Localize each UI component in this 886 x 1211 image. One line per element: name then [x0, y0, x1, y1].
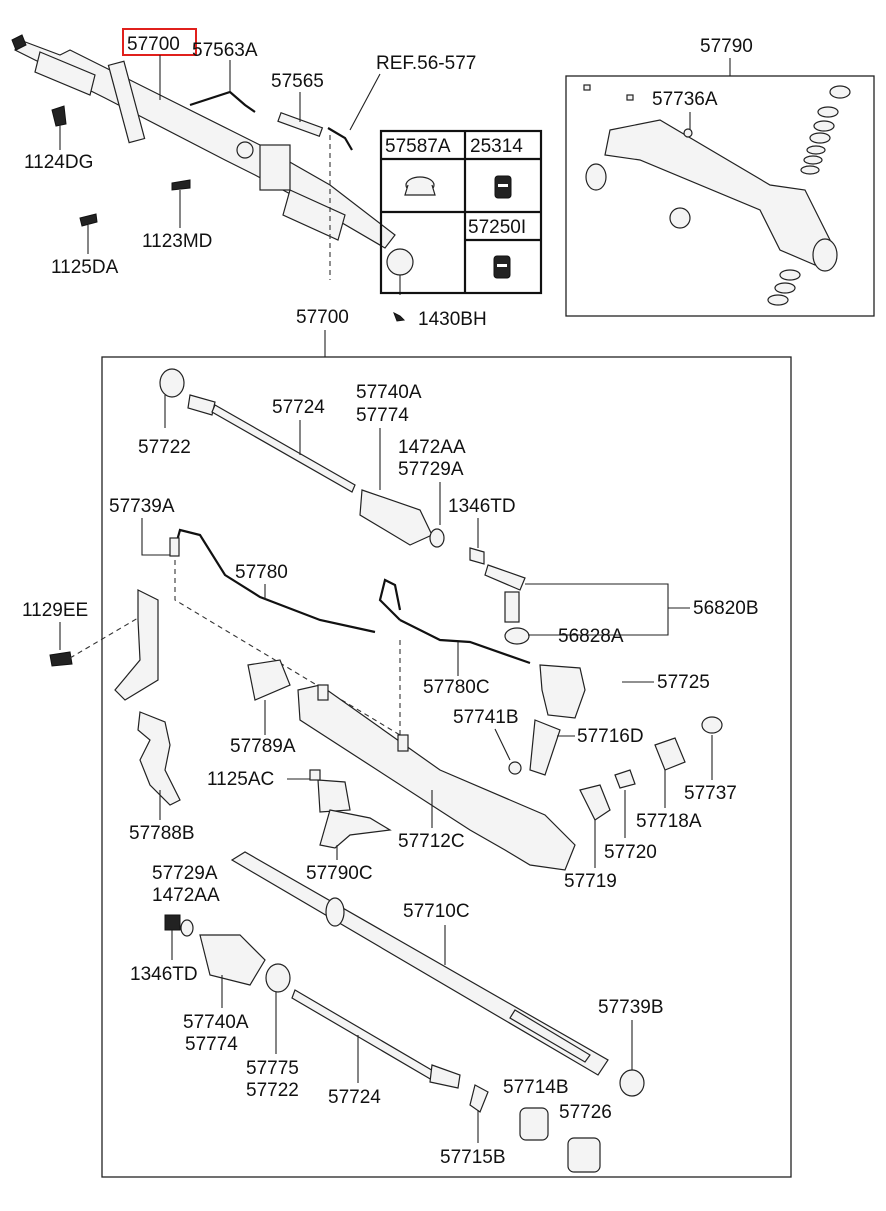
label-57739B[interactable]: 57739B: [598, 997, 664, 1018]
label-57790C[interactable]: 57790C: [306, 863, 373, 884]
label-57710C[interactable]: 57710C: [403, 901, 470, 922]
bushing-icon-2: [493, 255, 511, 279]
assembly-box: 57700 57722 57724 57740A 57774 1472AA 57…: [22, 307, 792, 1178]
label-57722[interactable]: 57722: [138, 437, 191, 458]
label-57741B[interactable]: 57741B: [453, 707, 519, 728]
label-1346TD-lower[interactable]: 1346TD: [130, 964, 198, 985]
label-56820B[interactable]: 56820B: [693, 598, 759, 619]
label-57714B[interactable]: 57714B: [503, 1077, 569, 1098]
label-1129EE[interactable]: 1129EE: [22, 600, 88, 621]
small-parts-table: 57587A 25314 57250I: [379, 129, 543, 295]
label-57739A[interactable]: 57739A: [109, 496, 175, 517]
label-57736A[interactable]: 57736A: [652, 89, 718, 110]
label-1124DG[interactable]: 1124DG: [24, 152, 93, 173]
rack-overview-drawing: [11, 34, 414, 322]
clamp-icon: [404, 176, 436, 196]
label-57722-lower[interactable]: 57722: [246, 1080, 299, 1101]
table-header-57587A[interactable]: 57587A: [385, 136, 451, 157]
label-1123MD[interactable]: 1123MD: [142, 231, 212, 252]
seal-kit-box: 57790 57736A: [565, 36, 875, 317]
label-57725[interactable]: 57725: [657, 672, 710, 693]
label-57563A[interactable]: 57563A: [192, 40, 258, 61]
label-57716D[interactable]: 57716D: [577, 726, 644, 747]
label-57737[interactable]: 57737: [684, 783, 737, 804]
label-57719[interactable]: 57719: [564, 871, 617, 892]
label-57774-lower[interactable]: 57774: [185, 1034, 238, 1055]
table-header-57250I[interactable]: 57250I: [468, 217, 526, 238]
label-57726[interactable]: 57726: [559, 1102, 612, 1123]
bracket-drawing: [114, 589, 291, 806]
label-57724[interactable]: 57724: [272, 397, 325, 418]
label-1472AA[interactable]: 1472AA: [398, 437, 466, 458]
bushing-icon: [494, 175, 512, 199]
label-57780C[interactable]: 57780C: [423, 677, 490, 698]
label-57720[interactable]: 57720: [604, 842, 657, 863]
label-57712C[interactable]: 57712C: [398, 831, 465, 852]
label-1472AA-lower[interactable]: 1472AA: [152, 885, 220, 906]
kit-title[interactable]: 57790: [700, 36, 753, 57]
kit-housing-drawing: [583, 84, 851, 306]
label-57724-lower[interactable]: 57724: [328, 1087, 381, 1108]
pipe-drawing: [169, 528, 531, 736]
upper-tie-rod-drawing: [159, 368, 530, 645]
label-1125DA[interactable]: 1125DA: [51, 257, 119, 278]
label-56828A[interactable]: 56828A: [558, 626, 624, 647]
label-57788B[interactable]: 57788B: [129, 823, 195, 844]
label-57740A[interactable]: 57740A: [356, 382, 422, 403]
label-ref[interactable]: REF.56-577: [376, 53, 476, 74]
label-57740A-lower[interactable]: 57740A: [183, 1012, 249, 1033]
label-57565[interactable]: 57565: [271, 71, 324, 92]
label-57780[interactable]: 57780: [235, 562, 288, 583]
assembly-title[interactable]: 57700: [296, 307, 349, 328]
label-57774[interactable]: 57774: [356, 405, 409, 426]
label-1125AC[interactable]: 1125AC: [207, 769, 274, 790]
label-57715B[interactable]: 57715B: [440, 1147, 506, 1168]
table-header-25314[interactable]: 25314: [470, 136, 523, 157]
label-57789A[interactable]: 57789A: [230, 736, 296, 757]
main-part-label[interactable]: 57700: [127, 34, 180, 55]
label-57729A[interactable]: 57729A: [398, 459, 464, 480]
label-57775[interactable]: 57775: [246, 1058, 299, 1079]
label-1430BH[interactable]: 1430BH: [418, 309, 487, 330]
housing-drawing: [297, 664, 723, 871]
lower-rack-drawing: [164, 851, 645, 1173]
label-57729A-lower[interactable]: 57729A: [152, 863, 218, 884]
label-1346TD[interactable]: 1346TD: [448, 496, 516, 517]
label-57718A[interactable]: 57718A: [636, 811, 702, 832]
top-overview: 57700 57563A 57565 REF.56-57: [11, 28, 543, 330]
